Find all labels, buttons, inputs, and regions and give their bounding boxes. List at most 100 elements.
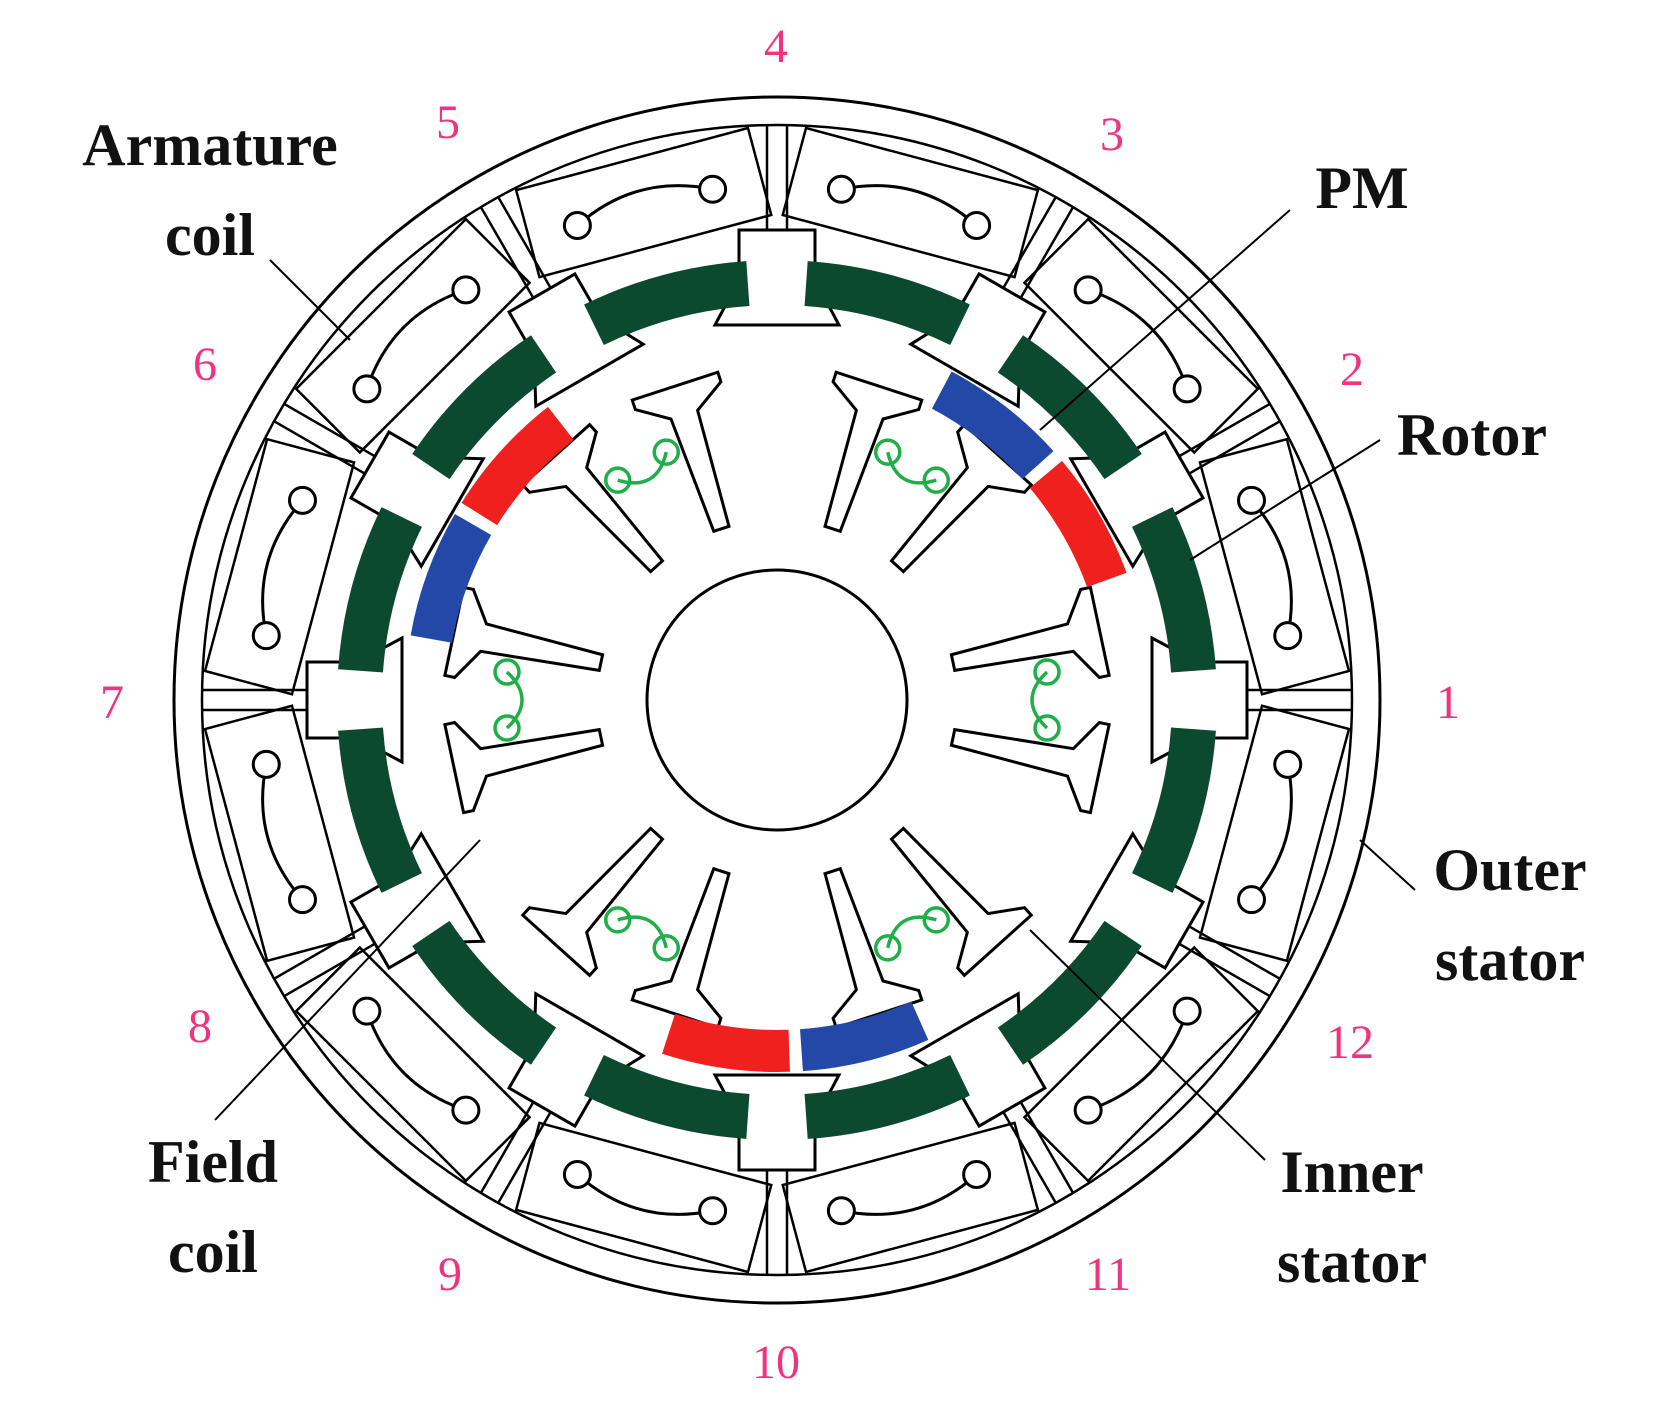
permanent-magnet [800, 1001, 929, 1072]
armature-coil-terminal [251, 749, 281, 779]
rotor-segment [1132, 727, 1216, 893]
inner-stator-tooth [949, 720, 1111, 815]
permanent-magnet [931, 371, 1054, 480]
leader-line [1029, 929, 1266, 1161]
inner-stator-label-line1: Inner [1280, 1139, 1423, 1205]
field-coil-terminal [652, 438, 680, 466]
rotor-segment [338, 727, 422, 893]
field-coil-terminal [604, 906, 632, 934]
rotor [338, 261, 1216, 1139]
outer-stator-slot [1198, 704, 1351, 963]
armature-coil-terminal [562, 1160, 592, 1190]
armature-coil-terminal [562, 210, 592, 240]
inner-stator-tooth [443, 720, 605, 815]
outer-stator-slot [781, 1121, 1040, 1274]
outer-stator-slot [294, 945, 532, 1183]
permanent-magnet [1029, 460, 1127, 588]
armature-coil-terminal [1237, 885, 1267, 915]
armature-coil [261, 499, 304, 636]
field-coil [1030, 670, 1049, 730]
outer-stator-slot-wall [1002, 1101, 1075, 1204]
field-coil-terminal [604, 466, 632, 494]
rotor-segment [338, 507, 422, 673]
field-coil [617, 451, 668, 485]
field-coil [505, 670, 524, 730]
outer-stator-slot [203, 437, 356, 696]
rotor-segment [997, 335, 1142, 480]
field-coil [617, 915, 668, 949]
armature-coil-terminal [451, 275, 481, 305]
slot-number: 3 [1100, 108, 1124, 161]
armature-coil-terminal [1273, 749, 1303, 779]
inner-stator-tooth [889, 422, 1034, 574]
armature-coil [1087, 288, 1189, 390]
permanent-magnet [662, 1013, 790, 1072]
outer-stator-slot [294, 217, 532, 455]
armature-coil-terminal [1237, 485, 1267, 515]
leader-line [1359, 839, 1416, 891]
inner-stator-tooth [630, 370, 731, 534]
rotor-segment [804, 261, 970, 345]
inner-stator-label-line2: stator [1277, 1229, 1427, 1295]
armature-coil [365, 1010, 467, 1112]
outer-stator-slot [1022, 217, 1260, 455]
outer-stator-slot-wall [1178, 402, 1281, 475]
field-coil [886, 915, 937, 949]
outer-stator-slot-wall [479, 1101, 552, 1204]
field-coil-terminal [1033, 714, 1061, 742]
slot-number: 2 [1340, 343, 1364, 396]
outer-stator-slot [1198, 437, 1351, 696]
armature-coil-terminal [826, 174, 856, 204]
coils [251, 174, 1303, 1226]
leader-lines [214, 209, 1416, 1161]
outer-stator-slot-wall [765, 1170, 789, 1275]
permanent-magnets [410, 371, 1127, 1072]
slot-numbers: 1 2 3 4 5 6 7 8 9 10 11 12 [100, 20, 1460, 1389]
slot-number: 7 [100, 676, 124, 729]
leader-line [214, 839, 481, 1121]
inner-stator-tooth [520, 422, 665, 574]
outer-stator-slot-wall [202, 688, 307, 712]
armature-coil [1250, 764, 1293, 901]
armature-coil-label-line1: Armature [82, 112, 337, 178]
field-coil-terminal [493, 658, 521, 686]
outer-stator-slot-wall [1178, 925, 1281, 998]
rotor-segment [412, 920, 557, 1065]
inner-stator-tooth [443, 585, 605, 680]
armature-coil-terminal [1172, 996, 1202, 1026]
outer-stator-slot-wall [1247, 688, 1352, 712]
outer-stator-slot [1022, 945, 1260, 1183]
slot-number: 11 [1085, 1248, 1131, 1301]
field-coil-label-line1: Field [148, 1129, 278, 1195]
field-coil-terminal [493, 714, 521, 742]
armature-coil-label-line2: coil [165, 202, 255, 268]
armature-coil-terminal [1273, 621, 1303, 651]
inner-stator-tooth [949, 585, 1111, 680]
slot-number: 1 [1436, 676, 1460, 729]
slot-number: 4 [764, 20, 788, 73]
leader-line [1189, 439, 1381, 561]
slot-number: 8 [188, 1000, 212, 1053]
rotor-segment [804, 1055, 970, 1139]
rotor-label: Rotor [1397, 402, 1547, 468]
slot-number: 9 [438, 1248, 462, 1301]
rotor-segment [584, 261, 750, 345]
field-coil-terminal [874, 934, 902, 962]
armature-coil [1087, 1010, 1189, 1112]
field-coil-terminal [922, 466, 950, 494]
field-coil-terminal [652, 934, 680, 962]
armature-coil [841, 1173, 978, 1216]
armature-coil [576, 1173, 713, 1216]
leader-line [269, 259, 351, 341]
rotor-segment [412, 335, 557, 480]
slot-number: 10 [752, 1336, 800, 1389]
field-coil-terminal [1033, 658, 1061, 686]
armature-coil-terminal [1073, 1095, 1103, 1125]
slot-number: 6 [193, 338, 217, 391]
armature-coil-terminal [1073, 275, 1103, 305]
outer-stator-slot-wall [273, 402, 376, 475]
inner-stator-tooth [630, 866, 731, 1030]
shaft-bore [645, 568, 909, 832]
